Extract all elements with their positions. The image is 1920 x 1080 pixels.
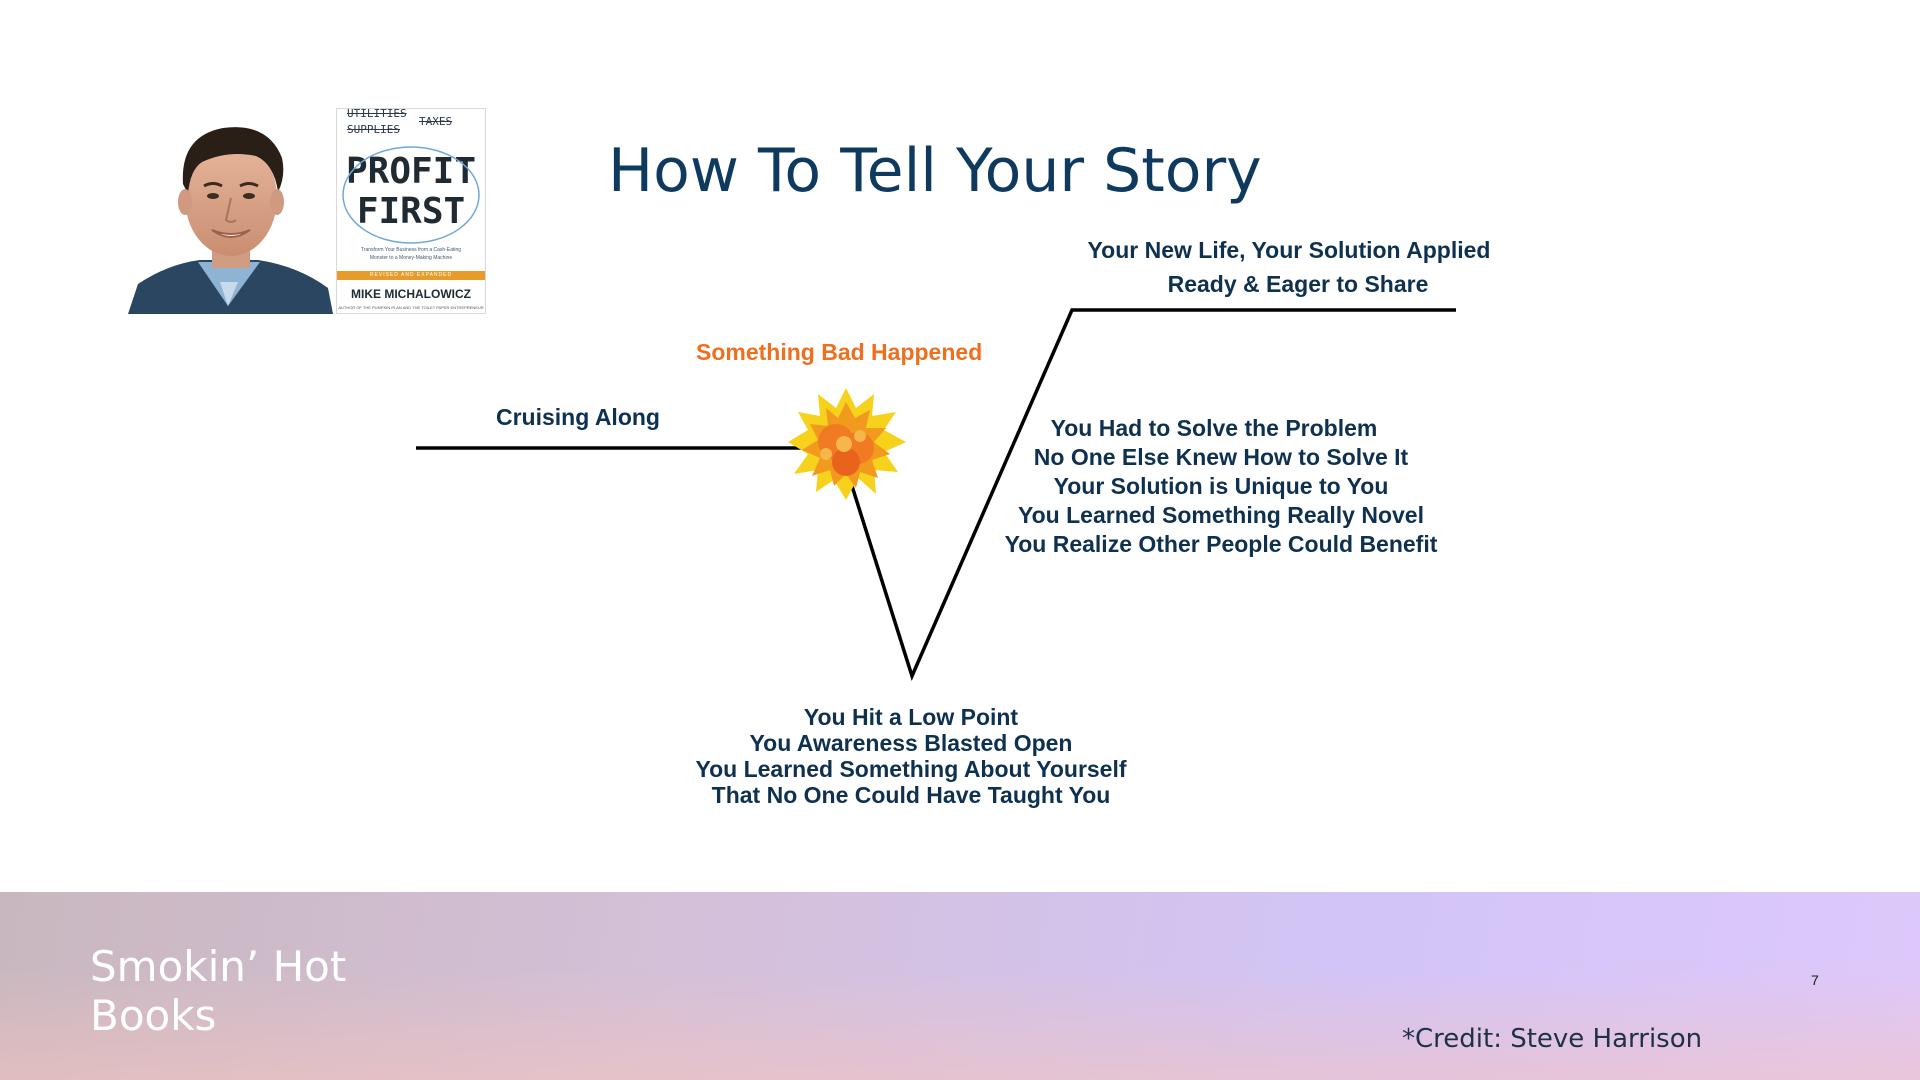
label-line: You Had to Solve the Problem <box>1050 415 1378 441</box>
label-line: No One Else Knew How to Solve It <box>1033 444 1409 470</box>
label-line: Your New Life, Your Solution Applied <box>1087 237 1491 263</box>
book-strike-word: SUPPLIES <box>347 123 400 136</box>
book-subtitle: Monster to a Money-Making Machine <box>369 255 453 261</box>
book-title-line: FIRST <box>356 191 466 232</box>
page-title: How To Tell Your Story <box>608 136 1262 206</box>
book-band: REVISED AND EXPANDED <box>337 271 485 280</box>
brand-line: Smokin’ Hot <box>90 942 347 991</box>
brand-name: Smokin’ Hot Books <box>90 942 346 1040</box>
book-cover: UTILITIES TAXES SUPPLIES PROFIT FIRST Tr… <box>336 108 486 314</box>
story-arc-line <box>416 308 1456 681</box>
portrait-illustration <box>128 106 333 314</box>
author-portrait <box>128 106 333 314</box>
footer-band: Smokin’ Hot Books 7 *Credit: Steve Harri… <box>0 892 1920 1080</box>
credit-text: *Credit: Steve Harrison <box>1402 1024 1703 1054</box>
book-strike-word: UTILITIES <box>347 108 407 120</box>
book-subtitle: Transform Your Business from a Cash-Eati… <box>360 247 462 253</box>
label-line: You Awareness Blasted Open <box>749 730 1073 756</box>
page-number: 7 <box>1811 972 1819 988</box>
book-author: MIKE MICHALOWICZ <box>351 287 471 301</box>
explosion-icon <box>788 388 906 500</box>
label-low-point: You Hit a Low Point You Awareness Blaste… <box>676 704 1146 808</box>
book-strike-word: TAXES <box>419 115 453 128</box>
label-line: You Hit a Low Point <box>803 704 1019 730</box>
brand-line: Books <box>90 991 217 1040</box>
label-line: Your Solution is Unique to You <box>1053 473 1389 499</box>
label-line: You Realize Other People Could Benefit <box>1004 531 1438 557</box>
label-cruising-along: Cruising Along <box>496 404 660 430</box>
label-line: You Learned Something About Yourself <box>695 756 1127 782</box>
label-line: That No One Could Have Taught You <box>711 782 1111 808</box>
label-line: Ready & Eager to Share <box>1167 271 1429 297</box>
label-solve-problem: You Had to Solve the Problem No One Else… <box>986 414 1456 559</box>
label-something-bad: Something Bad Happened <box>696 339 983 365</box>
label-line: You Learned Something Really Novel <box>1018 502 1424 528</box>
label-new-life: Your New Life, Your Solution Applied Rea… <box>1072 233 1506 301</box>
book-tagline: AUTHOR OF THE PUMPKIN PLAN AND THE TOILE… <box>338 305 484 310</box>
book-circle-icon <box>342 146 480 244</box>
